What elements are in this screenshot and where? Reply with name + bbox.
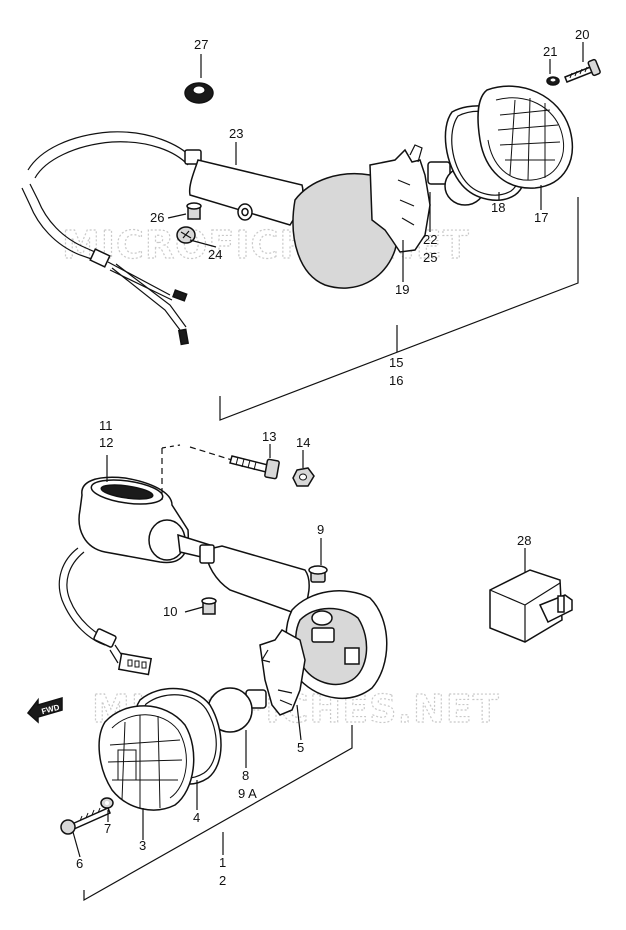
wire-terminal-1 — [172, 289, 188, 302]
label-17: 17 — [534, 210, 548, 225]
reflector-bracket-5 — [259, 629, 306, 716]
upper-turn-signal-assembly — [21, 42, 601, 421]
stem-collar — [184, 149, 202, 165]
label-5: 5 — [297, 740, 304, 755]
label-9: 9 — [317, 522, 324, 537]
label-4: 4 — [193, 810, 200, 825]
label-11: 11 — [99, 418, 113, 433]
wire-connector-sleeve — [89, 248, 111, 268]
label-25: 25 — [423, 250, 437, 265]
label-8: 8 — [242, 768, 249, 783]
label-23: 23 — [229, 126, 243, 141]
label-14: 14 — [296, 435, 310, 450]
relay-28 — [489, 569, 563, 643]
wire-upper — [27, 131, 193, 171]
label-28: 28 — [517, 533, 531, 548]
label-3: 3 — [139, 838, 146, 853]
label-10: 10 — [163, 604, 177, 619]
label-22: 22 — [423, 232, 437, 247]
label-20: 20 — [575, 27, 589, 42]
label-19: 19 — [395, 282, 409, 297]
lower-turn-signal-assembly: FWD — [26, 444, 573, 902]
label-13: 13 — [262, 429, 276, 444]
label-21: 21 — [543, 44, 557, 59]
reflector-bracket-19 — [369, 148, 431, 253]
label-2: 2 — [219, 873, 226, 888]
label-26: 26 — [150, 210, 164, 225]
label-12: 12 — [99, 435, 113, 450]
wire-terminal-2 — [177, 328, 190, 346]
label-24: 24 — [208, 247, 222, 262]
label-18: 18 — [491, 200, 505, 215]
bracket-line-lower — [83, 725, 353, 902]
signal-stem-lower — [204, 545, 310, 616]
label-1: 1 — [219, 855, 226, 870]
fwd-arrow-icon — [26, 697, 63, 724]
label-6: 6 — [76, 856, 83, 871]
lens-3 — [98, 705, 195, 811]
label-15: 15 — [389, 355, 403, 370]
label-7: 7 — [104, 821, 111, 836]
label-9a: 9 A — [238, 786, 257, 801]
label-16: 16 — [389, 373, 403, 388]
label-27: 27 — [194, 37, 208, 52]
bracket-line-upper — [219, 197, 579, 421]
part-number-labels: 27 20 21 23 26 24 22 25 19 18 17 15 16 1… — [76, 27, 589, 888]
